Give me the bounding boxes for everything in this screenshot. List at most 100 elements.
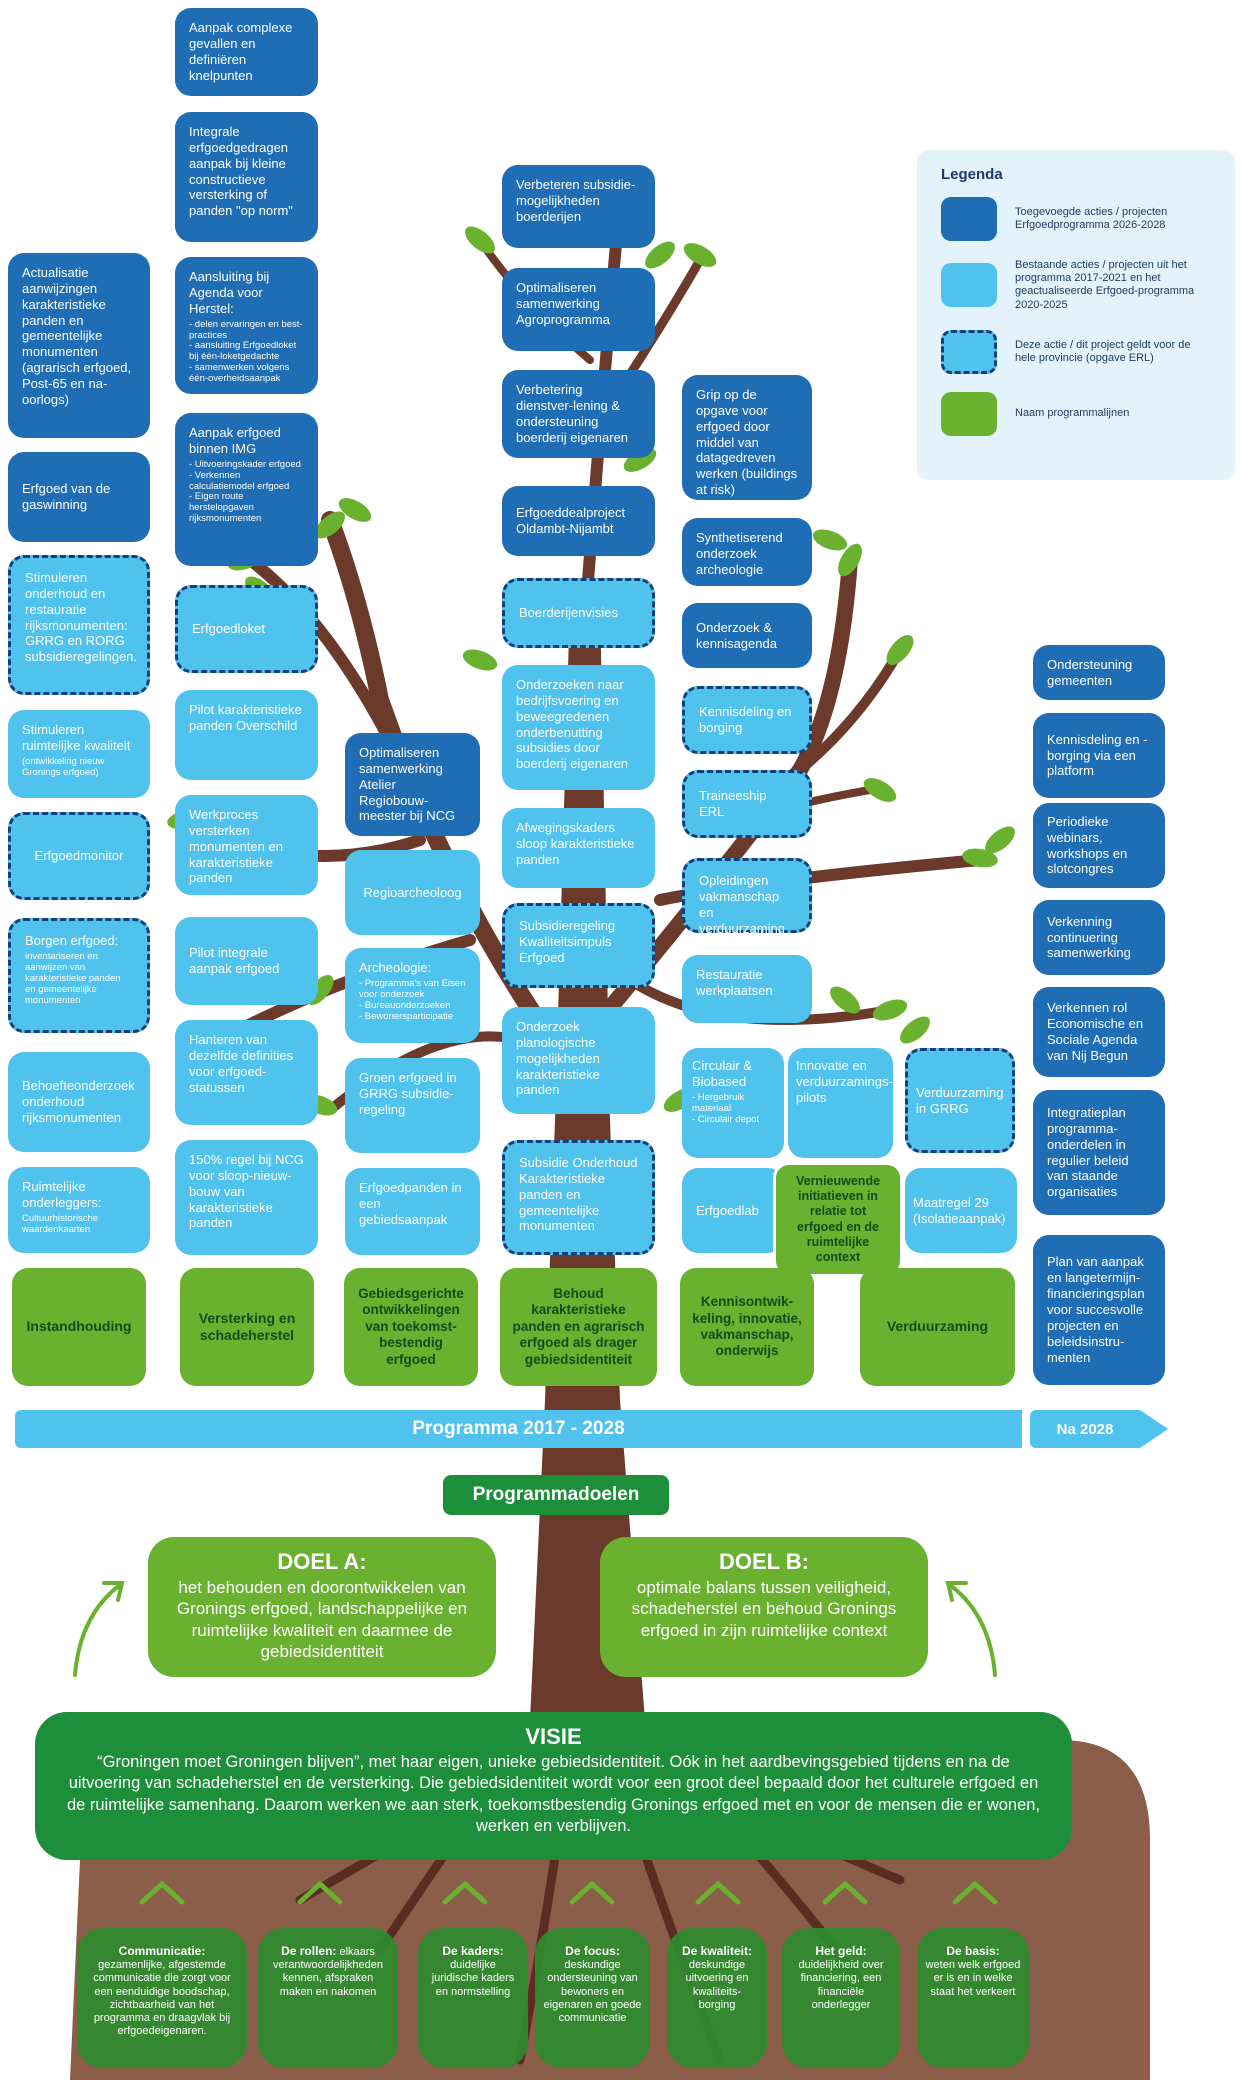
card-text: Behoefteonderzoek onderhoud rijksmonumen… (22, 1078, 135, 1125)
card-erfgoedpanden-gebiedsaanpak: Erfgoedpanden in een gebiedsaanpak (345, 1168, 480, 1255)
programmalijn-label: Versterking en schadeherstel (198, 1309, 296, 1343)
card-pilot-overschild: Pilot karakteristieke panden Overschild (175, 690, 318, 780)
legend-item-dark: Toegevoegde acties / projecten Erfgoedpr… (941, 197, 1211, 241)
card-pilot-integrale-aanpak: Pilot integrale aanpak erfgoed (175, 917, 318, 1005)
timeline-na-2028: Na 2028 (1030, 1410, 1140, 1448)
root-geld: Het geld:duidelijkheid over financiering… (782, 1928, 900, 2068)
card-vernieuwende-initiatieven: Vernieuwende initiatieven in relatie tot… (773, 1162, 903, 1277)
root-title: De rollen: (281, 1944, 337, 1958)
programmalijn-verduurzaming: Verduurzaming (860, 1268, 1015, 1386)
card-text: Aansluiting bij Agenda voor Herstel: (189, 269, 270, 316)
root-text: deskundige uitvoering en kwaliteits-borg… (685, 1959, 749, 2011)
visie: VISIE “Groningen moet Groningen blijven”… (35, 1712, 1072, 1860)
legend-item-dashed: Deze actie / dit project geldt voor de h… (941, 329, 1211, 374)
card-actualisatie-aanwijzingen: Actualisatie aanwijzingen karakteristiek… (8, 253, 150, 438)
card-agroprogramma: Optimaliseren samenwerking Agroprogramma (502, 268, 655, 351)
card-stimuleren-ruimtelijke-kwaliteit: Stimuleren ruimtelijke kwaliteit(ontwikk… (8, 710, 150, 798)
card-subsidie-onderhoud: Subsidie Onderhoud Karakteristieke pande… (502, 1140, 655, 1255)
root-title: Communicatie: (118, 1944, 206, 1958)
card-traineeship: Traineeship ERL (682, 770, 812, 838)
card-text: Ruimtelijke onderleggers: (22, 1179, 102, 1210)
root-text: elkaars verantwoordelijkheden kennen, af… (272, 1946, 384, 1998)
card-text: Aanpak erfgoed binnen IMG (189, 425, 281, 456)
card-integratieplan: Integratieplan programma-onderdelen in r… (1033, 1090, 1165, 1215)
card-text: Vernieuwende initiatieven in relatie tot… (795, 1173, 881, 1264)
card-subtext: inventariseren en aanwijzen van karakter… (25, 950, 121, 1006)
band-arrow-tip (1140, 1410, 1168, 1448)
root-title: De kaders: (442, 1944, 504, 1958)
legend-swatch-dark (941, 197, 997, 241)
card-text: Erfgoedlab (696, 1202, 759, 1218)
visie-title: VISIE (525, 1724, 582, 1749)
legend-title: Legenda (941, 166, 1003, 183)
goal-b-title: DOEL B: (718, 1549, 810, 1574)
root-kwaliteit: De kwaliteit:deskundige uitvoering en kw… (667, 1928, 767, 2068)
card-hanteren-definities: Hanteren van dezelfde definities voor er… (175, 1020, 318, 1125)
card-text: Plan van aanpak en langetermijn-financie… (1047, 1254, 1145, 1365)
card-ruimtelijke-onderleggers: Ruimtelijke onderleggers:Cultuurhistoris… (8, 1167, 150, 1253)
card-subitem: - Circulair depot (692, 1113, 760, 1125)
card-onderzoek-kennisagenda: Onderzoek & kennisagenda (682, 603, 812, 668)
card-verduurzaming-grrg: Verduurzaming in GRRG (905, 1048, 1015, 1153)
root-text: gezamenlijke, afgestemde communicatie di… (93, 1959, 231, 2038)
card-text: Stimuleren ruimtelijke kwaliteit (22, 722, 131, 753)
card-opleidingen: Opleidingen vakmanschap en verduurzaming (682, 858, 812, 936)
card-afwegingskaders-sloop: Afwegingskaders sloop karakteristieke pa… (502, 808, 655, 888)
card-erfgoedloket: Erfgoedloket (175, 585, 318, 673)
programmalijn-kennisontwikkeling: Kennisontwik-keling, innovatie, vakmansc… (680, 1268, 814, 1386)
programmalijn-label: Kennisontwik-keling, innovatie, vakmansc… (692, 1294, 802, 1359)
legend-text: Toegevoegde acties / projecten Erfgoedpr… (1015, 205, 1168, 231)
card-verbeteren-subsidiemogelijkheden: Verbeteren subsidie-mogelijkheden boerde… (502, 165, 655, 248)
card-text: Maatregel 29 (Isolatieaanpak) (913, 1194, 1006, 1226)
chevron-up-icons (139, 1880, 998, 1905)
programmalijn-label: Behoud karakteristieke panden en agraris… (512, 1285, 645, 1367)
root-title: De kwaliteit: (681, 1944, 753, 1958)
card-atelier-regiobouwmeester: Optimaliseren samenwerking Atelier Regio… (345, 733, 480, 836)
card-sublist: - Hergebruik materiaal - Circulair depot (692, 1092, 774, 1126)
card-text: Erfgoed van de gaswinning (22, 481, 111, 512)
card-borgen-erfgoed: Borgen erfgoed:inventariseren en aanwijz… (8, 918, 150, 1033)
card-groen-erfgoed: Groen erfgoed in GRRG subsidie-regeling (345, 1058, 480, 1153)
card-text: Ondersteuning gemeenten (1047, 656, 1133, 688)
card-subitem: - Bewonersparticipatie (359, 1010, 453, 1022)
card-text: Erfgoedmonitor (34, 848, 124, 864)
card-behoefteonderzoek: Behoefteonderzoek onderhoud rijksmonumen… (8, 1052, 150, 1152)
goal-a-title: DOEL A: (277, 1549, 367, 1574)
card-kennisdeling-platform: Kennisdeling en -borging via een platfor… (1033, 713, 1165, 798)
card-text: Boerderijenvisies (519, 605, 618, 621)
card-grip-op-opgave: Grip op de opgave voor erfgoed door midd… (682, 375, 812, 500)
card-plan-van-aanpak: Plan van aanpak en langetermijn-financie… (1033, 1235, 1165, 1385)
card-erfgoedmonitor: Erfgoedmonitor (8, 812, 150, 900)
card-subitem: - Uitvoeringskader erfgoed (189, 458, 301, 470)
card-webinars: Periodieke webinars, workshops en slotco… (1033, 803, 1165, 888)
card-archeologie: Archeologie: - Programma's van Eisen voo… (345, 948, 480, 1043)
goal-a: DOEL A: het behouden en doorontwikkelen … (148, 1537, 496, 1677)
card-regioarcheoloog: Regioarcheoloog (345, 850, 480, 935)
root-text: weten welk erfgoed er is en in welke sta… (925, 1959, 1021, 1998)
programmalijn-instandhouding: Instandhouding (12, 1268, 146, 1386)
root-title: De basis: (946, 1944, 1000, 1958)
root-kaders: De kaders:duidelijke juridische kaders e… (418, 1928, 528, 2068)
card-kwaliteitsimpuls: Subsidieregeling Kwaliteitsimpuls Erfgoe… (502, 903, 655, 988)
programmalijn-versterking: Versterking en schadeherstel (180, 1268, 314, 1386)
legend-item-green: Naam programmalijnen (941, 391, 1211, 436)
legend-text: Deze actie / dit project geldt voor de h… (1015, 338, 1191, 364)
card-erfgoedlab: Erfgoedlab (682, 1168, 784, 1253)
programmadoelen-label: Programmadoelen (443, 1475, 669, 1515)
card-kennisdeling-borging: Kennisdeling en borging (682, 686, 812, 754)
card-subitem: - Verkennen calculatiemodel erfgoed (189, 469, 290, 492)
card-sublist: - Programma's van Eisen voor onderzoek -… (359, 978, 466, 1023)
card-sublist: - Uitvoeringskader erfgoed - Verkennen c… (189, 458, 304, 526)
card-innovatie-pilots: Innovatie en verduurzamings-pilots (788, 1048, 893, 1158)
programmalijn-label: Verduurzaming (886, 1318, 989, 1335)
card-text: Verkenning continuering samenwerking (1047, 913, 1131, 961)
card-verkenning-samenwerking: Verkenning continuering samenwerking (1033, 900, 1165, 975)
card-werkproces-versterken: Werkproces versterken monumenten en kara… (175, 795, 318, 895)
programmalijn-label: Gebiedsgerichte ontwikkelingen van toeko… (358, 1285, 464, 1367)
programmalijn-gebiedsgericht: Gebiedsgerichte ontwikkelingen van toeko… (344, 1268, 478, 1386)
root-title: Het geld: (815, 1944, 867, 1958)
card-aanpak-complexe-gevallen: Aanpak complexe gevallen en definiëren k… (175, 8, 318, 96)
card-text: Integratieplan programma-onderdelen in r… (1047, 1104, 1129, 1200)
card-text: Kennisdeling en -borging via een platfor… (1047, 731, 1148, 779)
card-sublist: - delen ervaringen en best-practices - a… (189, 319, 304, 386)
